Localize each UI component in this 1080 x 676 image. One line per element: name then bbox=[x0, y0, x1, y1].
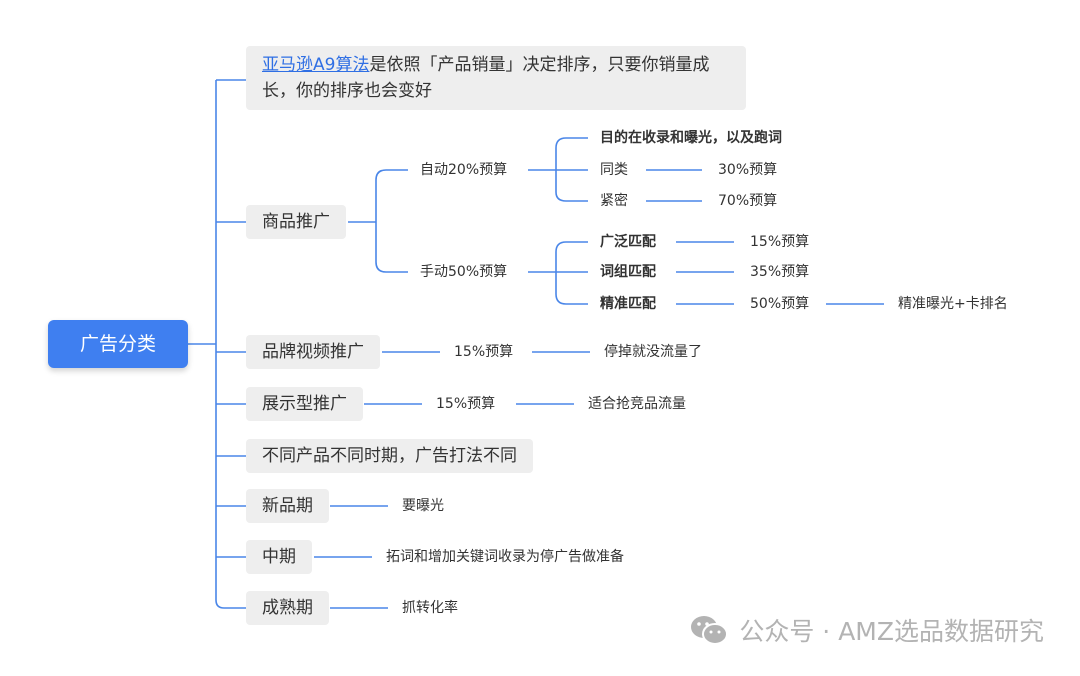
watermark-text: 公众号 · AMZ选品数据研究 bbox=[739, 617, 1044, 646]
mature-stage-note-node[interactable]: 抓转化率 bbox=[402, 600, 458, 616]
brand-video-node[interactable]: 品牌视频推广 bbox=[246, 335, 380, 369]
manual-budget-node[interactable]: 手动50%预算 bbox=[420, 264, 508, 280]
similar-budget-node[interactable]: 30%预算 bbox=[718, 162, 778, 178]
similar-node[interactable]: 同类 bbox=[600, 162, 628, 178]
close-budget-node[interactable]: 70%预算 bbox=[718, 193, 778, 209]
phrase-match-node[interactable]: 词组匹配 bbox=[600, 264, 656, 280]
display-note-node[interactable]: 适合抢竞品流量 bbox=[588, 396, 686, 412]
display-ads-node[interactable]: 展示型推广 bbox=[246, 387, 363, 421]
new-stage-note-node[interactable]: 要曝光 bbox=[402, 498, 444, 514]
exact-match-node[interactable]: 精准匹配 bbox=[600, 296, 656, 312]
brand-video-budget-node[interactable]: 15%预算 bbox=[454, 344, 514, 360]
new-stage-node[interactable]: 新品期 bbox=[246, 489, 329, 523]
product-ads-node[interactable]: 商品推广 bbox=[246, 205, 346, 239]
exact-note-node[interactable]: 精准曝光+卡排名 bbox=[898, 296, 1008, 312]
stages-note-node[interactable]: 不同产品不同时期，广告打法不同 bbox=[246, 439, 533, 473]
intro-note: 亚马逊A9算法是依照「产品销量」决定排序，只要你销量成长，你的排序也会变好 bbox=[246, 46, 746, 110]
root-node[interactable]: 广告分类 bbox=[48, 320, 188, 368]
mid-stage-node[interactable]: 中期 bbox=[246, 540, 312, 574]
broad-match-node[interactable]: 广泛匹配 bbox=[600, 234, 656, 250]
mid-stage-note-node[interactable]: 拓词和增加关键词收录为停广告做准备 bbox=[386, 549, 624, 565]
wechat-icon bbox=[691, 616, 729, 645]
exact-budget-node[interactable]: 50%预算 bbox=[750, 296, 810, 312]
watermark: 公众号 · AMZ选品数据研究 bbox=[689, 612, 1044, 648]
display-budget-node[interactable]: 15%预算 bbox=[436, 396, 496, 412]
close-node[interactable]: 紧密 bbox=[600, 193, 628, 209]
phrase-budget-node[interactable]: 35%预算 bbox=[750, 264, 810, 280]
mature-stage-node[interactable]: 成熟期 bbox=[246, 591, 329, 625]
broad-budget-node[interactable]: 15%预算 bbox=[750, 234, 810, 250]
auto-budget-node[interactable]: 自动20%预算 bbox=[420, 162, 508, 178]
intro-text: 是依照「产品销量」决定排序，只要你销量成长，你的排序也会变好 bbox=[262, 55, 710, 101]
a9-algorithm-link[interactable]: 亚马逊A9算法 bbox=[262, 55, 370, 75]
brand-video-note-node[interactable]: 停掉就没流量了 bbox=[604, 344, 702, 360]
auto-purpose-node[interactable]: 目的在收录和曝光，以及跑词 bbox=[600, 130, 782, 146]
